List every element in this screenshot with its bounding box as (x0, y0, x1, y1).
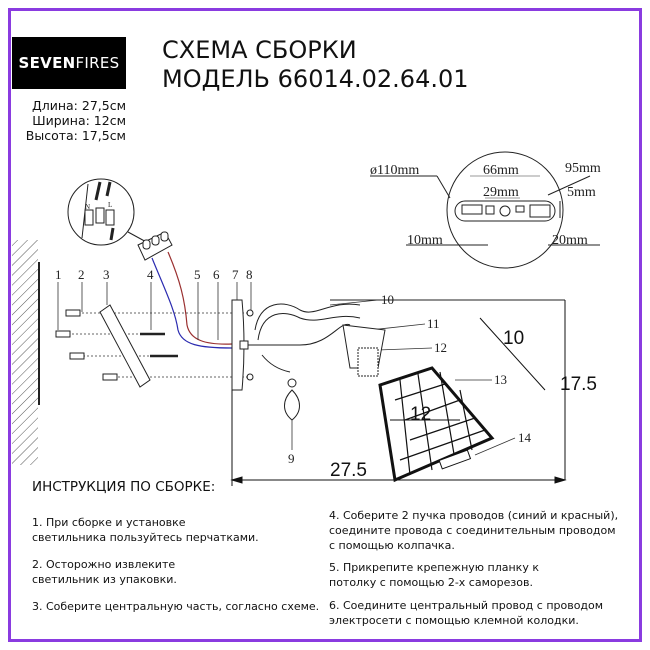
dim-width: Ширина: 12см (32, 113, 126, 128)
part-11-label: 11 (427, 316, 440, 331)
d95-label: 95mm (565, 161, 601, 176)
mount-detail-labels: ø110mm 66mm 29mm 95mm 5mm 10mm 20mm (370, 161, 601, 248)
part-3-label: 3 (103, 267, 110, 282)
title-line-2: МОДЕЛЬ 66014.02.64.01 (162, 65, 469, 93)
logo-light: FIRES (75, 54, 120, 72)
step-line: 2. Осторожно извлеките (32, 558, 176, 571)
step-line: 4. Соберите 2 пучка проводов (синий и кр… (329, 509, 619, 522)
logo-bold: SEVEN (18, 54, 76, 72)
title-line-1: СХЕМА СБОРКИ (162, 36, 357, 64)
neutral-label: N (85, 203, 90, 211)
lamp-body (231, 299, 565, 391)
step-line: 6. Соедините центральный провод с провод… (329, 599, 604, 612)
instructions-heading: ИНСТРУКЦИЯ ПО СБОРКЕ: (32, 479, 216, 495)
step-4: 4. Соберите 2 пучка проводов (синий и кр… (329, 508, 618, 553)
d10-label: 10mm (407, 233, 443, 248)
part-6-label: 6 (213, 267, 220, 282)
live-label: L (108, 201, 112, 209)
part-13-label: 13 (494, 372, 507, 387)
d29-label: 29mm (483, 185, 519, 200)
lamp-shade (378, 366, 495, 483)
step-line: светильник из упаковки. (32, 573, 177, 586)
mounting-plate (99, 304, 151, 388)
part-12-label: 12 (434, 340, 447, 355)
mounting-hardware (55, 304, 178, 388)
step-2: 2. Осторожно извлеките светильник из упа… (32, 557, 177, 587)
blue-wire (151, 257, 233, 349)
height-dimension: 17.5 (560, 374, 597, 395)
length-dimension: 27.5 (330, 460, 367, 481)
d5-label: 5mm (567, 185, 596, 200)
part-5-label: 5 (194, 267, 201, 282)
step-line: 3. Соберите центральную часть, согласно … (32, 600, 320, 613)
part-9-label: 9 (288, 451, 295, 466)
step-1: 1. При сборке и установке светильника по… (32, 515, 259, 545)
red-wire (167, 251, 233, 345)
step-line: светильника пользуйтесь перчатками. (32, 531, 259, 544)
d66-label: 66mm (483, 163, 519, 178)
part-14-label: 14 (518, 430, 532, 445)
diameter-label: ø110mm (370, 163, 419, 178)
page-title: СХЕМА СБОРКИ МОДЕЛЬ 66014.02.64.01 (162, 36, 469, 94)
dimensions-list: Длина: 27,5см Ширина: 12см Высота: 17,5с… (0, 98, 126, 143)
step-line: электросети с помощью клемной колодки. (329, 614, 579, 627)
part-1-label: 1 (55, 267, 62, 282)
shade-width-dimension: 12 (410, 404, 431, 425)
part-7-label: 7 (232, 267, 239, 282)
wall-hatch (12, 240, 40, 465)
crystal-pendant (284, 378, 300, 421)
dim-height: Высота: 17,5см (25, 128, 126, 143)
step-line: соедините провода с соединительным прово… (329, 524, 616, 537)
part-4-label: 4 (147, 267, 154, 282)
page-frame (8, 8, 642, 642)
dim-length: Длина: 27,5см (31, 98, 126, 113)
dimension-lines (230, 300, 567, 486)
terminal-inset: N L (67, 178, 151, 246)
step-5: 5. Прикрепите крепежную планку к потолку… (329, 560, 539, 590)
terminal-block (137, 231, 173, 261)
shade-top-dimension: 10 (503, 328, 524, 349)
step-line: 1. При сборке и установке (32, 516, 186, 529)
step-3: 3. Соберите центральную часть, согласно … (32, 599, 319, 614)
part-2-label: 2 (78, 267, 85, 282)
step-line: потолку с помощью 2-х саморезов. (329, 576, 533, 589)
part-8-label: 8 (246, 267, 253, 282)
d20-label: 20mm (552, 233, 588, 248)
step-line: с помощью колпачка. (329, 539, 455, 552)
part-numbers: 1 2 3 4 5 6 7 8 9 10 11 12 13 14 (55, 267, 532, 466)
dimension-labels: 27.5 17.5 10 12 (330, 328, 597, 481)
step-line: 5. Прикрепите крепежную планку к (329, 561, 539, 574)
mount-plate-detail (370, 151, 600, 269)
step-6: 6. Соедините центральный провод с провод… (329, 598, 603, 628)
